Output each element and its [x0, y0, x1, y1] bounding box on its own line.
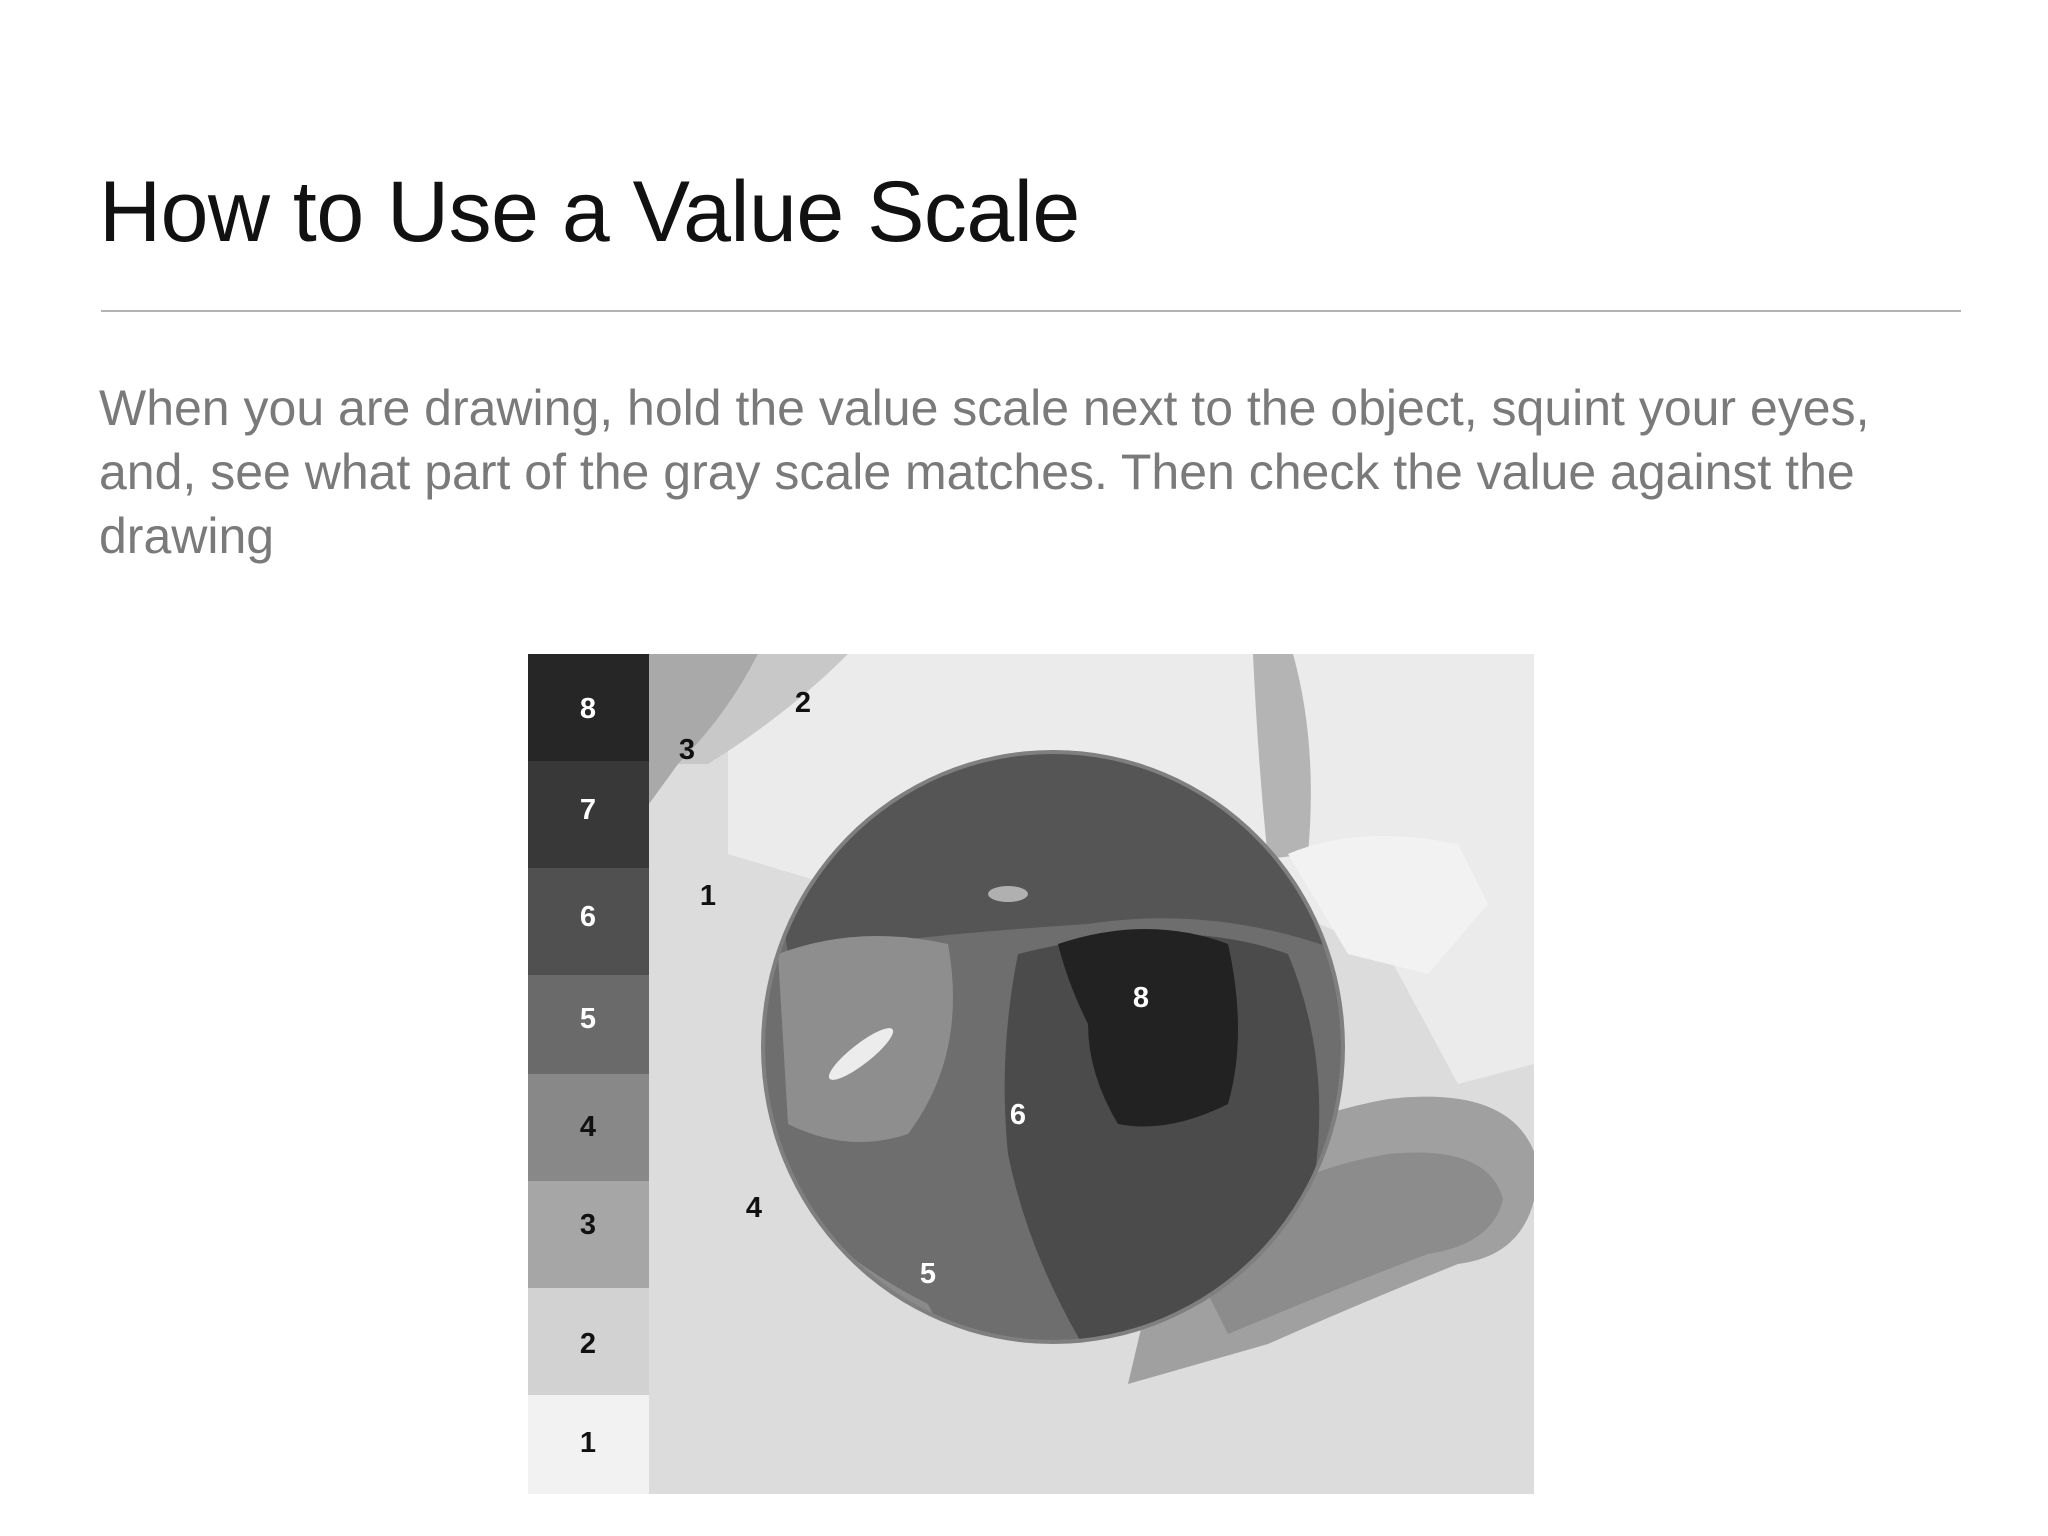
value-swatch-3-label: 3: [580, 1209, 596, 1241]
value-scale-figure: 8 7 6 5 4 3 2: [528, 654, 1534, 1494]
cloth-fold-light: [678, 654, 848, 764]
photo-label-5: 5: [920, 1258, 936, 1290]
value-swatch-4: 4: [528, 1074, 649, 1181]
value-swatch-7-fill: [528, 761, 649, 868]
photo-label-2: 2: [795, 687, 811, 719]
photo-label-3: 3: [679, 734, 695, 766]
apple-specular-highlight: [828, 1028, 894, 1080]
value-swatch-2-label: 2: [580, 1328, 596, 1360]
value-scale-strip: 8 7 6 5 4 3 2: [528, 654, 649, 1494]
value-swatch-4-fill: [528, 1074, 649, 1181]
value-swatch-5-fill: [528, 975, 649, 1074]
value-swatch-6-label: 6: [580, 901, 596, 933]
cloth-bright-patch: [1288, 836, 1488, 974]
value-swatch-1: 1: [528, 1395, 649, 1494]
title-divider: [101, 310, 1961, 312]
value-swatch-3-fill: [528, 1181, 649, 1288]
value-swatch-1-label: 1: [580, 1427, 596, 1459]
cloth-highlight-region: [728, 654, 1534, 1084]
apple-photo: 3 2 1 8 6 4 5: [649, 654, 1534, 1494]
photo-label-6: 6: [1010, 1099, 1026, 1131]
apple-top-shade: [765, 754, 1341, 954]
slide-body-text: When you are drawing, hold the value sca…: [99, 380, 1870, 564]
value-swatch-4-label: 4: [580, 1111, 596, 1143]
value-swatch-3: 3: [528, 1181, 649, 1288]
value-swatch-5: 5: [528, 975, 649, 1074]
apple-body: [761, 750, 1345, 1344]
value-swatch-8: 8: [528, 654, 649, 761]
cloth-fold-region: [649, 654, 758, 804]
value-swatch-1-fill: [528, 1395, 649, 1494]
value-swatch-8-fill: [528, 654, 649, 761]
value-swatch-7-label: 7: [580, 794, 596, 826]
photo-label-1: 1: [700, 880, 716, 912]
apple-dark-right: [1004, 934, 1320, 1340]
value-swatch-2: 2: [528, 1288, 649, 1395]
photo-label-8: 8: [1133, 982, 1149, 1014]
apple-stem-highlight: [988, 886, 1028, 902]
value-swatch-8-label: 8: [580, 693, 596, 725]
value-swatch-7: 7: [528, 761, 649, 868]
apple-darkest-region: [1058, 929, 1238, 1127]
value-swatch-2-fill: [528, 1288, 649, 1395]
value-swatch-6-fill: [528, 868, 649, 975]
cloth-stripe-region: [1253, 654, 1311, 859]
value-swatch-6: 6: [528, 868, 649, 975]
slide-title: How to Use a Value Scale: [99, 164, 1080, 260]
photo-label-4: 4: [746, 1192, 762, 1224]
value-swatch-5-label: 5: [580, 1003, 596, 1035]
